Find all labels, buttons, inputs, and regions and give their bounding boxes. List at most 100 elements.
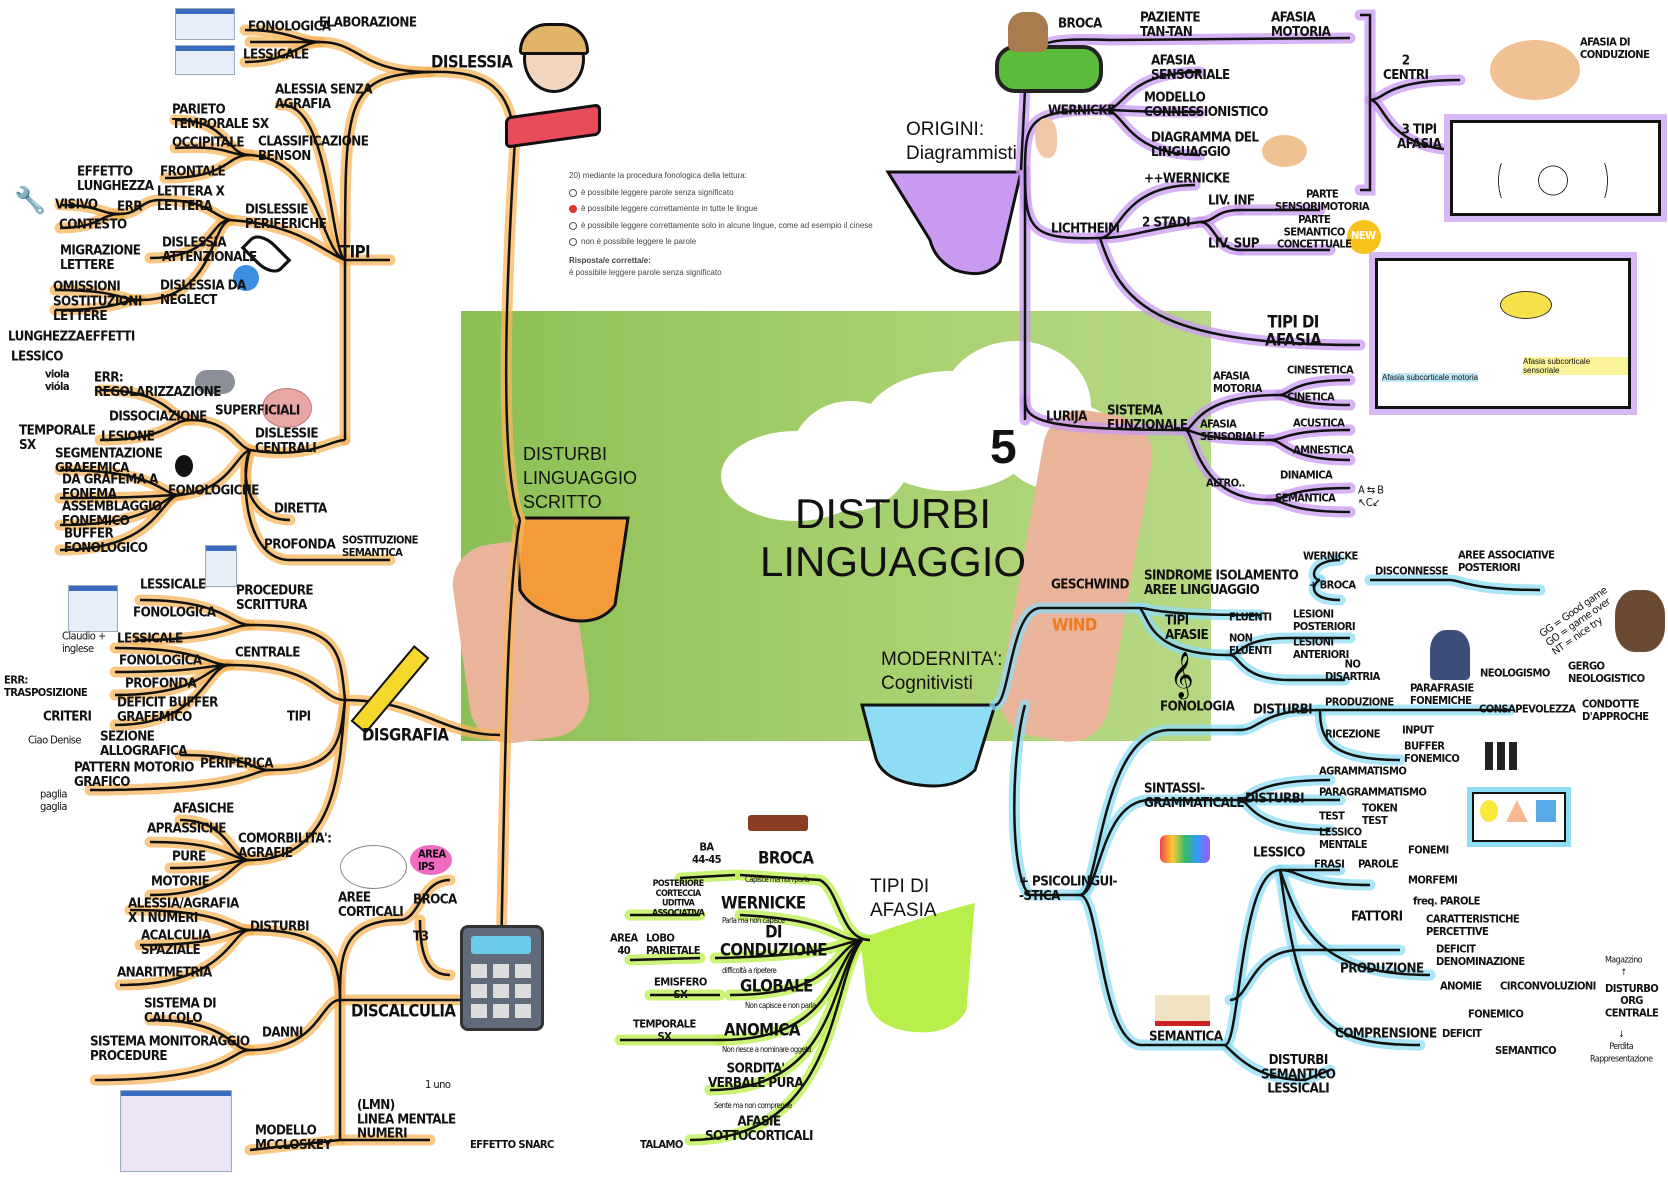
node-label: FATTORI (1351, 908, 1403, 924)
branch-line (189, 418, 346, 455)
quiz-option[interactable]: è possibile leggere correttamente solo i… (569, 218, 873, 235)
node-label: GERGO NEOLOGISTICO (1568, 660, 1645, 686)
calculator-icon (460, 925, 544, 1031)
branch-line (179, 448, 251, 497)
note-label: Capisce ma non parla (745, 875, 810, 885)
quiz-option[interactable]: non è possibile leggere le parole (569, 234, 873, 251)
node-label: BUFFER FONEMICO (1404, 740, 1460, 766)
node-label: PAZIENTE tan-tan (1140, 9, 1201, 40)
node-label: FONOLOGICA (133, 604, 216, 620)
branch-line (505, 139, 522, 521)
chalk-image (1160, 835, 1210, 863)
node-label: TEMPORALE SX (633, 1018, 696, 1044)
radio-button-selected[interactable] (569, 205, 577, 214)
node-label: SEZIONE ALLOGRAFICA (100, 728, 187, 759)
node-label: PARAFRASIE FONEMICHE (1410, 682, 1474, 708)
node-label: NEOLOGISMO (1480, 667, 1550, 680)
quiz-option[interactable]: è possibile leggere correttamente in tut… (569, 201, 873, 218)
branch-line (250, 40, 431, 74)
wind-logo: WIND (1052, 615, 1097, 635)
jug-image (1008, 12, 1048, 52)
note-label: Non capisce e non parla (745, 1001, 816, 1011)
branch-line (739, 873, 871, 942)
branch-line (244, 449, 390, 562)
branch-highlight (1008, 699, 1086, 901)
node-label: LESSICALE (243, 46, 309, 62)
branch-line (89, 768, 271, 792)
branch-line (1229, 948, 1400, 1002)
branch-line (1104, 108, 1201, 157)
branch-line (1279, 393, 1351, 407)
note-label: ↓ Perdita Rappresentazione (1590, 1029, 1653, 1064)
node-label: AGRAMMATISMO (1319, 765, 1407, 778)
branch-line (244, 40, 321, 64)
node-label: SISTEMA di CALCOLO (144, 995, 217, 1026)
node-label: LIV. inf (1208, 192, 1255, 208)
node-label: CONTESTO (59, 216, 127, 232)
branch-line (139, 218, 231, 302)
quiz-option-text: è possibile leggere correttamente solo i… (581, 220, 873, 230)
node-label: LIV. sup (1208, 235, 1260, 251)
node-label: FRASI (1314, 858, 1345, 871)
node-label: ANOMICA (724, 1020, 800, 1040)
node-label: DIAGRAMMA del LINGUAGGIO (1151, 129, 1259, 160)
branch-line (229, 663, 346, 702)
node-label: TIPI (287, 708, 311, 724)
node-label: 2 CENTRI (1383, 52, 1429, 83)
branch-line (59, 493, 181, 552)
branch-line (149, 1018, 251, 1052)
node-label: SUPERFICIALI (215, 402, 300, 418)
node-label: FONOLOGICA (119, 652, 202, 668)
branch-line (629, 956, 701, 962)
treble-clef-icon: 𝄞 (1170, 653, 1194, 697)
node-label: CRITERI (43, 708, 92, 724)
buffer-bars-icon (1485, 742, 1519, 770)
branch-line (1079, 728, 1240, 897)
modernita-cup (860, 703, 998, 788)
node-label: CINETICA (1287, 391, 1335, 404)
wrench-icon: 🔧 (14, 185, 47, 215)
note-label: Magazzino ↑ (1605, 955, 1643, 977)
branch-line (1224, 1044, 1331, 1082)
branch-line (1370, 578, 1541, 592)
branch-line (418, 919, 451, 977)
background-photo (447, 311, 1211, 749)
radio-button[interactable] (569, 221, 577, 230)
node-label: SINDROME ISOLAMENTO AREE LINGUAGGIO (1144, 567, 1299, 598)
node-label: freq. PAROLE (1413, 895, 1480, 908)
origini-cup (885, 170, 1023, 276)
branch-line (729, 938, 863, 997)
node-label: PROFONDA (264, 536, 336, 552)
node-label: FLUENTI (1229, 611, 1272, 624)
note-label: Claudio + inglese (62, 630, 106, 656)
branch-line (709, 939, 863, 1092)
node-label: viola vióla (45, 368, 70, 394)
node-label: (LMN) LINEA MENTALE NUMERI (357, 1096, 456, 1141)
node-label: CONDOTTE D'APPROCHE (1582, 698, 1649, 724)
node-label: GLOBALE (740, 976, 813, 996)
node-label: T3 (413, 928, 429, 944)
microphone-icon (175, 455, 193, 477)
node-label: + BROCA (1309, 579, 1356, 592)
radio-button[interactable] (569, 238, 577, 247)
branch-highlight (1354, 9, 1376, 196)
branch-line (1023, 399, 1186, 432)
branch-line (1318, 709, 1401, 762)
scritto-branches (49, 24, 526, 1156)
node-label: SOSTITUZIONE SEMANTICA (342, 534, 418, 560)
node-label: LETTERA x LETTERA (157, 183, 225, 214)
node-label: AFASICHE (173, 800, 234, 816)
branch-line (1239, 778, 1331, 802)
reading-model-thumbnail (175, 8, 235, 40)
brain-diagram-small-image (1262, 135, 1307, 167)
branch-line (1098, 237, 1361, 347)
node-label: DIRETTA (274, 500, 327, 516)
quiz-option[interactable]: è possibile leggere parole senza signifi… (569, 185, 873, 202)
radio-button[interactable] (569, 188, 577, 197)
section-scritto-title: DISTURBI LINGUAGGIO SCRITTO (523, 444, 638, 512)
person-photo (1430, 630, 1470, 680)
branch-line (1104, 70, 1201, 112)
writing-model-thumbnail (68, 585, 118, 632)
subcortical-sensory-label: Afasia subcorticale sensoriale (1523, 357, 1628, 375)
